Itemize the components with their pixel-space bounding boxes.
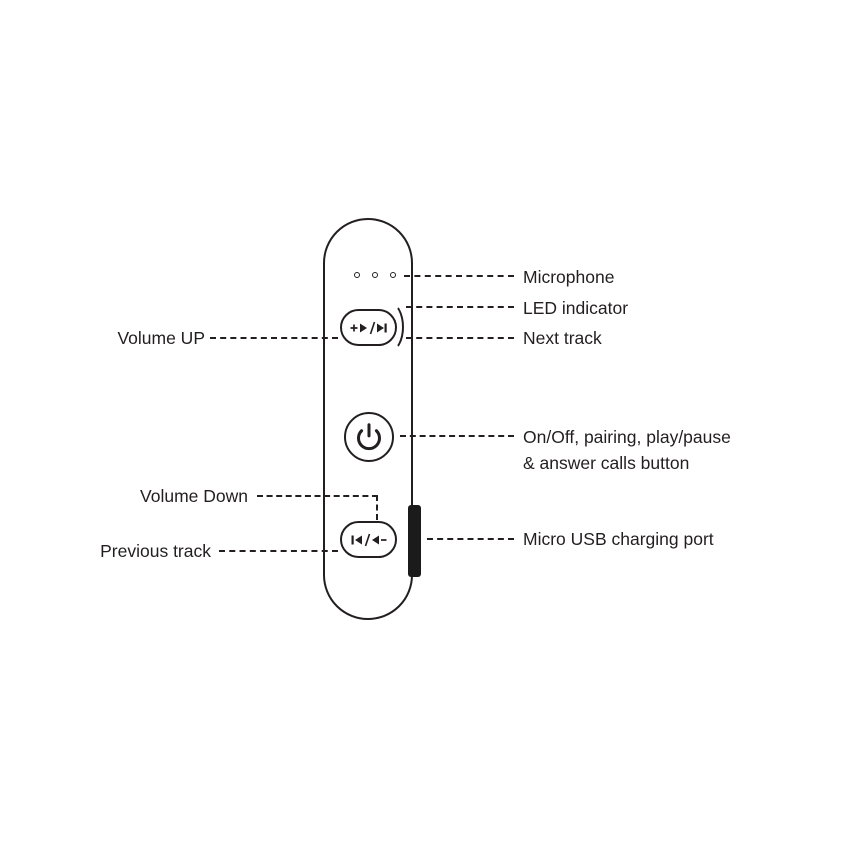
label-power-function-line1: On/Off, pairing, play/pause [523,427,731,447]
micro-usb-port [408,505,421,577]
label-previous-track: Previous track [100,541,211,561]
mic-hole-dot [354,272,360,278]
connector-next-track [406,337,514,339]
connector-microphone [404,275,514,277]
label-power-function-line2: & answer calls button [523,453,690,473]
volume-up-next-track-icon [350,321,387,334]
microphone-holes [354,271,396,279]
led-indicator [376,302,404,352]
connector-previous-track [219,550,338,552]
mic-hole-dot [390,272,396,278]
label-micro-usb: Micro USB charging port [523,529,714,549]
previous-track-volume-down-button [340,521,397,558]
label-volume-down: Volume Down [140,486,248,506]
connector-volume-down-horizontal [257,495,378,497]
connector-volume-down-vertical [376,495,378,520]
previous-track-volume-down-icon [351,533,386,546]
label-microphone: Microphone [523,267,615,287]
power-icon [356,423,381,451]
label-volume-up: Volume UP [117,328,205,348]
label-power-function: On/Off, pairing, play/pause & answer cal… [523,424,783,476]
connector-volume-up [210,337,338,339]
mic-hole-dot [372,272,378,278]
volume-up-next-track-button [340,309,397,346]
connector-led-indicator [406,306,514,308]
label-next-track: Next track [523,328,602,348]
power-button [344,412,394,462]
label-led-indicator: LED indicator [523,298,629,318]
connector-usb [427,538,514,540]
connector-power [400,435,514,437]
